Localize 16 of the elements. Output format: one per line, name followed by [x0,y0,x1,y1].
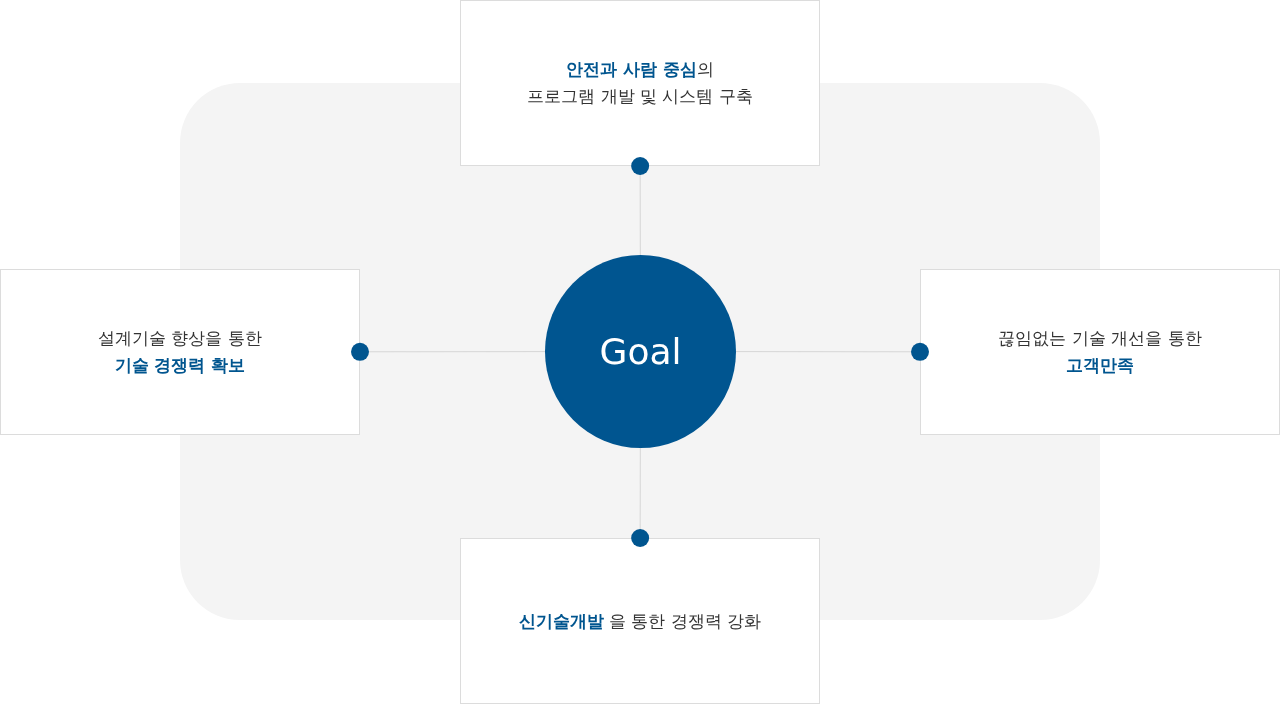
objective-text: 프로그램 개발 및 시스템 구축 [527,85,753,108]
connector-line [735,342,929,361]
objective-text: 고객만족 [1066,354,1134,377]
objective-text: 끊임없는 기술 개선을 통한 [998,327,1202,350]
objective-card [920,269,1280,435]
connector-line [631,447,650,547]
objective-text: 신기술개발 을 통한 경쟁력 강화 [518,609,762,633]
objective-card [460,538,820,704]
objective-card [460,0,820,166]
connector-line [631,157,650,256]
objective-text: 설계기술 향상을 통한 [98,327,262,350]
objective-text: 안전과 사람 중심의 [566,58,714,81]
connector-line [351,342,546,361]
objective-text: 기술 경쟁력 확보 [114,354,246,377]
objective-card [0,269,360,435]
goal-label: Goal [599,331,682,372]
